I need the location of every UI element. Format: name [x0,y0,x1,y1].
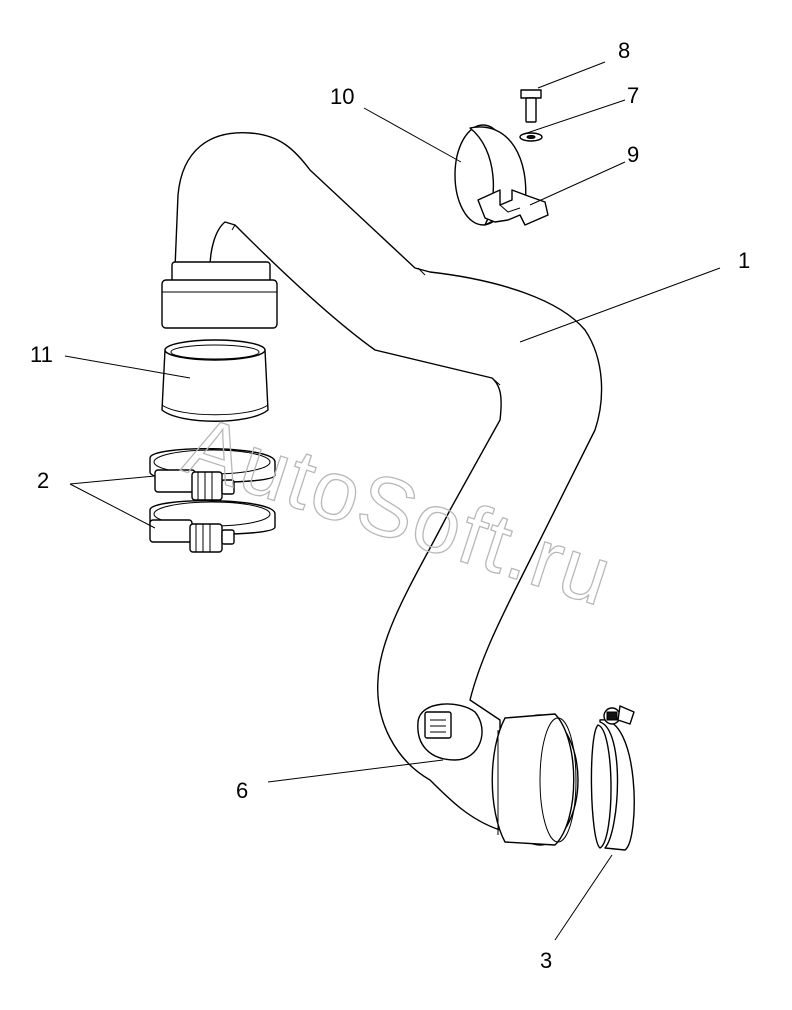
leader-lines [64,61,721,941]
intake-pipe [161,132,603,846]
bracket-clip [477,189,549,226]
callout-10: 10 [330,84,354,109]
washer [519,132,543,142]
hose-sleeve [161,339,269,422]
callout-9: 9 [627,142,639,167]
hose-clamp-lower [149,500,276,553]
bolt [520,89,542,123]
callout-8: 8 [618,38,630,63]
callout-3: 3 [540,948,552,973]
callout-6: 6 [236,778,248,803]
sensor-boss [417,703,483,761]
hose-clamp-upper [149,448,276,501]
callout-11: 11 [30,342,53,367]
callout-1: 1 [738,248,750,273]
callout-7: 7 [627,83,639,108]
hose-clamp-right [590,705,635,851]
callout-labels: 1 2 3 6 7 8 9 10 11 [30,38,750,973]
callout-2: 2 [37,468,49,493]
